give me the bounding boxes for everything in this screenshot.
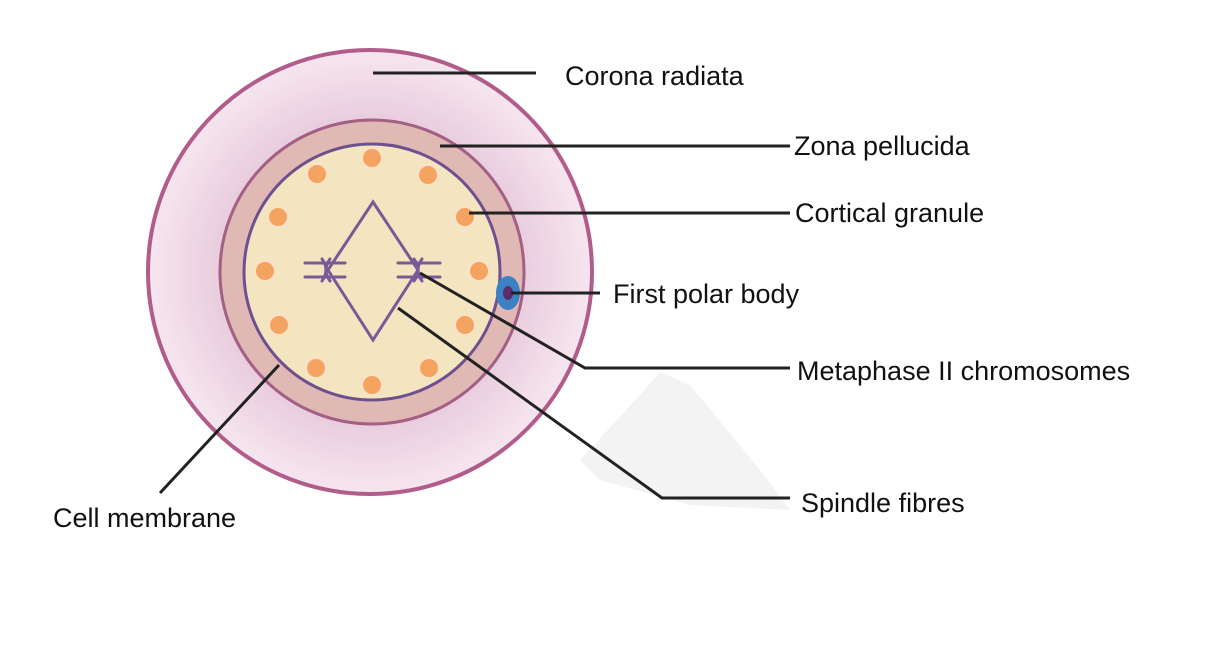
cortical-granule [361,374,383,396]
chromosome-right [396,257,442,283]
spindle [326,199,420,343]
cell-membrane [242,142,502,402]
leader-lines [158,71,790,500]
leader-spindle [397,306,790,500]
cortical-granule [254,260,276,282]
cortical-granule [267,206,289,228]
cortical-granule [268,314,290,336]
watermark-shape [580,372,790,510]
cortical-granules [254,147,490,396]
cortical-granule [468,260,490,282]
first-polar-body-label: First polar body [613,279,800,309]
first-polar-body-nucleus [503,286,513,300]
spindle-fibres-label: Spindle fibres [801,488,965,518]
metaphase-chromosomes-label: Metaphase II chromosomes [797,356,1131,386]
leader-metaphase [419,271,790,370]
cortical-granule [417,164,439,186]
cortical-granule [361,147,383,169]
cortical-granule-label: Cortical granule [795,198,985,228]
chromosome-left [303,257,347,283]
cortical-granule [418,357,440,379]
cortical-granule [305,357,327,379]
corona-radiata-label: Corona radiata [565,61,744,91]
cell-membrane-label: Cell membrane [53,503,237,533]
leader-membrane [158,363,281,495]
cortical-granule [454,206,476,228]
cortical-granule [306,163,328,185]
cortical-granule [454,314,476,336]
zona-pellucida-label: Zona pellucida [794,131,970,161]
